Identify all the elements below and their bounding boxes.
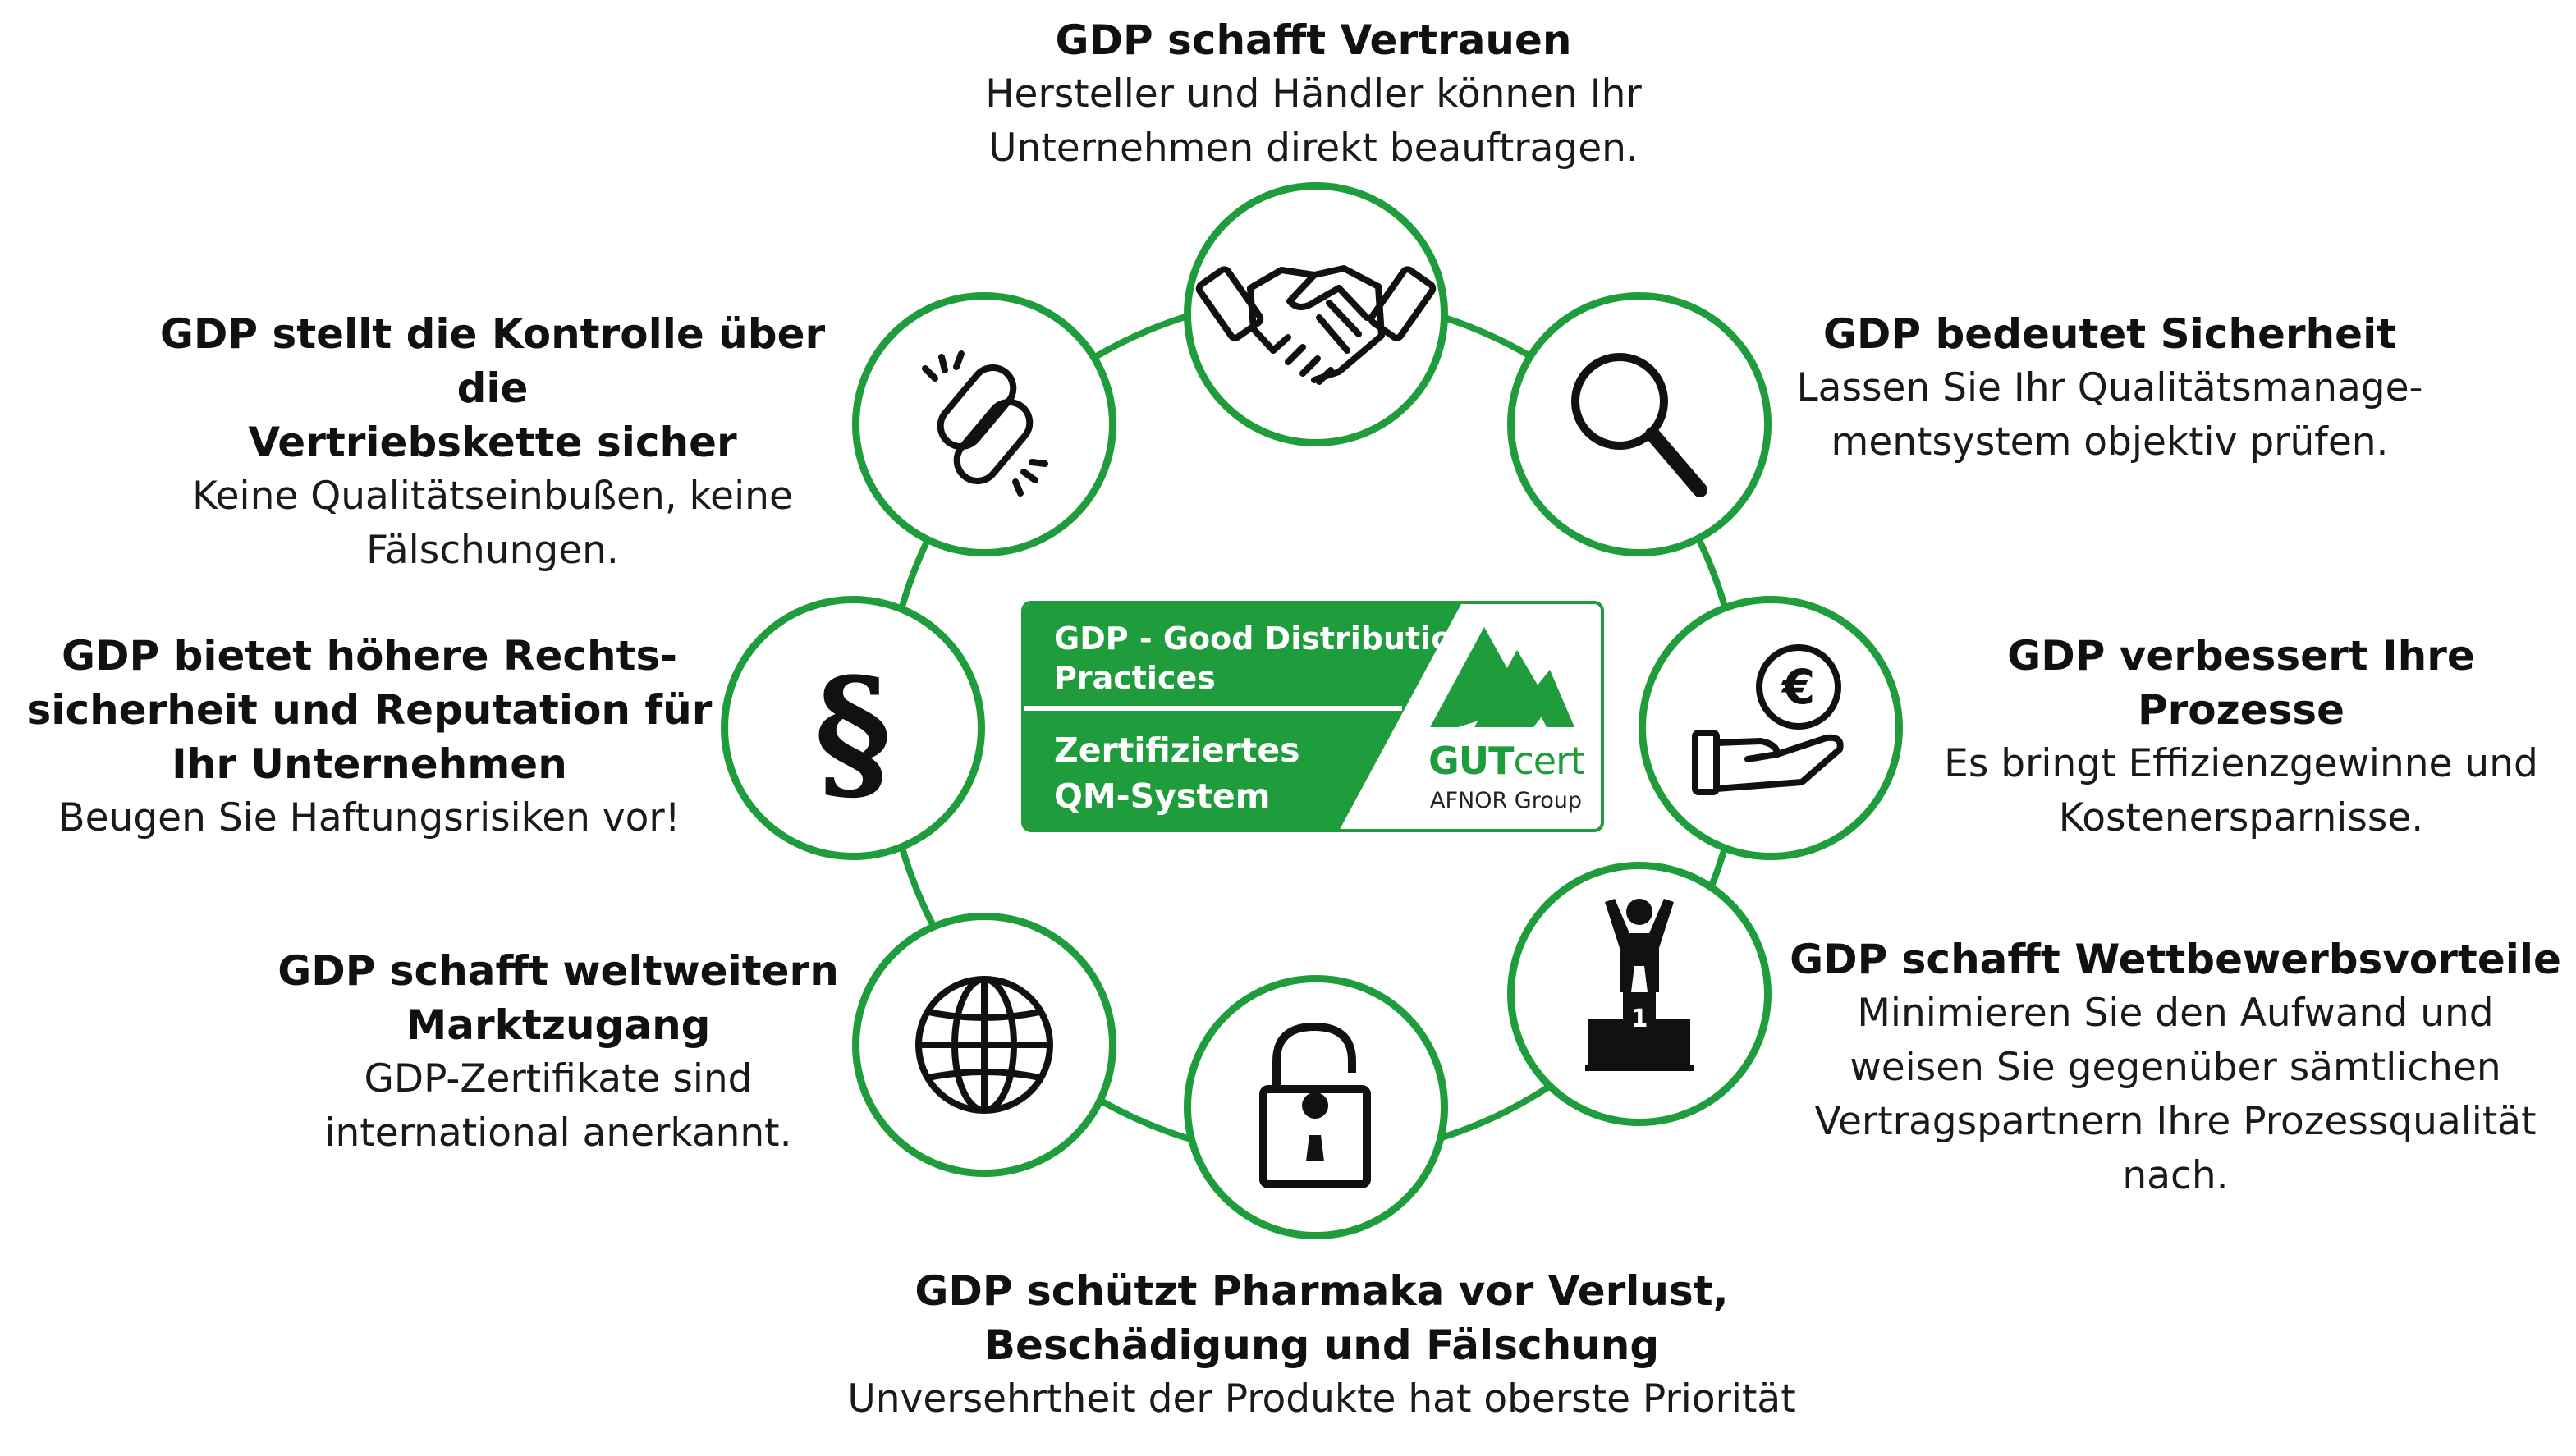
circle-handshake	[1184, 182, 1448, 446]
benefit-trust: GDP schafft Vertrauen Hersteller und Hän…	[903, 13, 1724, 176]
magnifier-icon	[1571, 353, 1707, 497]
benefit-desc: Minimieren Sie den Aufwand und weisen Si…	[1814, 991, 2537, 1198]
logo-group: AFNOR Group	[1430, 788, 1582, 813]
benefit-desc: Hersteller und Händler können Ihr Untern…	[985, 71, 1642, 171]
benefit-title: GDP schafft weltweitern Marktzugang	[277, 947, 839, 1049]
gdp-certification-logo: GDP - Good Distribution Practices Zertif…	[1021, 601, 1604, 832]
benefit-security: GDP bedeutet Sicherheit Lassen Sie Ihr Q…	[1765, 307, 2455, 469]
benefit-desc: Es bringt Effizienzgewinne und Kosteners…	[1944, 741, 2538, 840]
logo-brand-light: cert	[1513, 739, 1586, 783]
benefit-supply-chain: GDP stellt die Kontrolle über die Vertri…	[123, 307, 862, 578]
logo-title: GDP - Good Distribution Practices	[1054, 620, 1475, 696]
padlock-icon	[1259, 1023, 1371, 1188]
circle-euro-hand: €	[1639, 596, 1903, 860]
circle-podium: 1	[1507, 862, 1772, 1126]
paragraph-icon: §	[814, 646, 892, 819]
benefit-title: GDP verbessert Ihre Prozesse	[2007, 632, 2475, 734]
benefit-title: GDP bietet höhere Rechts- sicherheit und…	[26, 632, 713, 788]
podium-number: 1	[1631, 1005, 1648, 1033]
benefit-desc: Lassen Sie Ihr Qualitätsmanage- mentsyst…	[1796, 365, 2423, 465]
logo-brand: GUTcert	[1428, 739, 1586, 783]
circle-chain	[852, 292, 1116, 556]
benefit-desc: Keine Qualitätseinbußen, keine Fälschung…	[192, 474, 793, 573]
benefit-market-access: GDP schafft weltweitern Marktzugang GDP-…	[238, 944, 878, 1161]
podium-winner-icon: 1	[1585, 899, 1694, 1071]
benefit-competitive: GDP schafft Wettbewerbsvorteile Minimier…	[1781, 932, 2569, 1203]
benefit-processes: GDP verbessert Ihre Prozesse Es bringt E…	[1913, 629, 2569, 845]
euro-hand-icon: €	[1692, 644, 1844, 795]
circle-padlock	[1184, 975, 1448, 1239]
circle-globe	[852, 913, 1116, 1177]
logo-brand-bold: GUT	[1428, 739, 1514, 783]
benefit-title: GDP schützt Pharmaka vor Verlust, Beschä…	[914, 1267, 1729, 1369]
benefit-title: GDP stellt die Kontrolle über die Vertri…	[159, 310, 826, 466]
benefit-desc: GDP-Zertifikate sind international anerk…	[324, 1056, 792, 1156]
handshake-icon	[1195, 265, 1437, 385]
paragraph-symbol: §	[814, 646, 892, 819]
circle-magnifier	[1507, 292, 1772, 556]
benefit-title: GDP schafft Vertrauen	[1055, 16, 1572, 64]
chain-link-icon	[922, 350, 1048, 497]
benefit-desc: Beugen Sie Haftungsrisiken vor!	[58, 795, 681, 840]
logo-background	[1024, 604, 1574, 829]
circle-paragraph: §	[721, 596, 985, 860]
benefit-protection: GDP schützt Pharmaka vor Verlust, Beschä…	[788, 1264, 1855, 1426]
euro-symbol: €	[1781, 659, 1815, 715]
globe-icon	[915, 976, 1053, 1114]
benefit-title: GDP bedeutet Sicherheit	[1822, 310, 2397, 358]
benefit-desc: Unversehrtheit der Produkte hat oberste …	[847, 1376, 1796, 1422]
benefit-title: GDP schafft Wettbewerbsvorteile	[1790, 936, 2561, 983]
logo-subtitle: Zertifiziertes QM-System	[1054, 730, 1300, 816]
benefit-legal: GDP bietet höhere Rechts- sicherheit und…	[25, 629, 714, 845]
